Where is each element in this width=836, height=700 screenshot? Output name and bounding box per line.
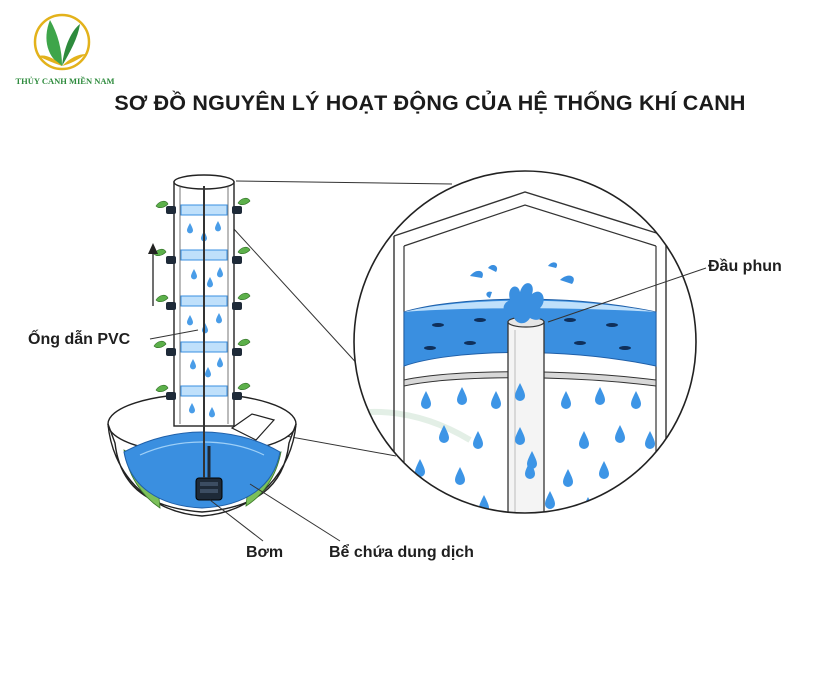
flow-up-arrow-icon — [148, 243, 158, 306]
label-leader-lines — [149, 267, 707, 542]
label-pump: Bơm — [246, 544, 284, 561]
nutrient-solution-water — [123, 431, 281, 509]
aeroponic-tower — [107, 174, 297, 517]
leaf-logo-icon — [33, 13, 91, 71]
central-pipe — [507, 316, 545, 513]
plant-pockets — [166, 206, 242, 400]
logo-brand-text: THỦY CANH MIỀN NAM — [15, 76, 115, 86]
label-pvc-pipe: Ống dẫn PVC — [28, 331, 131, 348]
label-tank: Bể chứa dung dịch — [329, 544, 474, 561]
pump-unit — [195, 446, 223, 501]
logo — [33, 13, 91, 71]
zoom-detail-view — [353, 170, 697, 514]
spray-nozzle — [470, 262, 574, 324]
label-nozzle: Đầu phun — [708, 258, 782, 275]
page-title: SƠ ĐỒ NGUYÊN LÝ HOẠT ĐỘNG CỦA HỆ THỐNG K… — [114, 91, 746, 115]
